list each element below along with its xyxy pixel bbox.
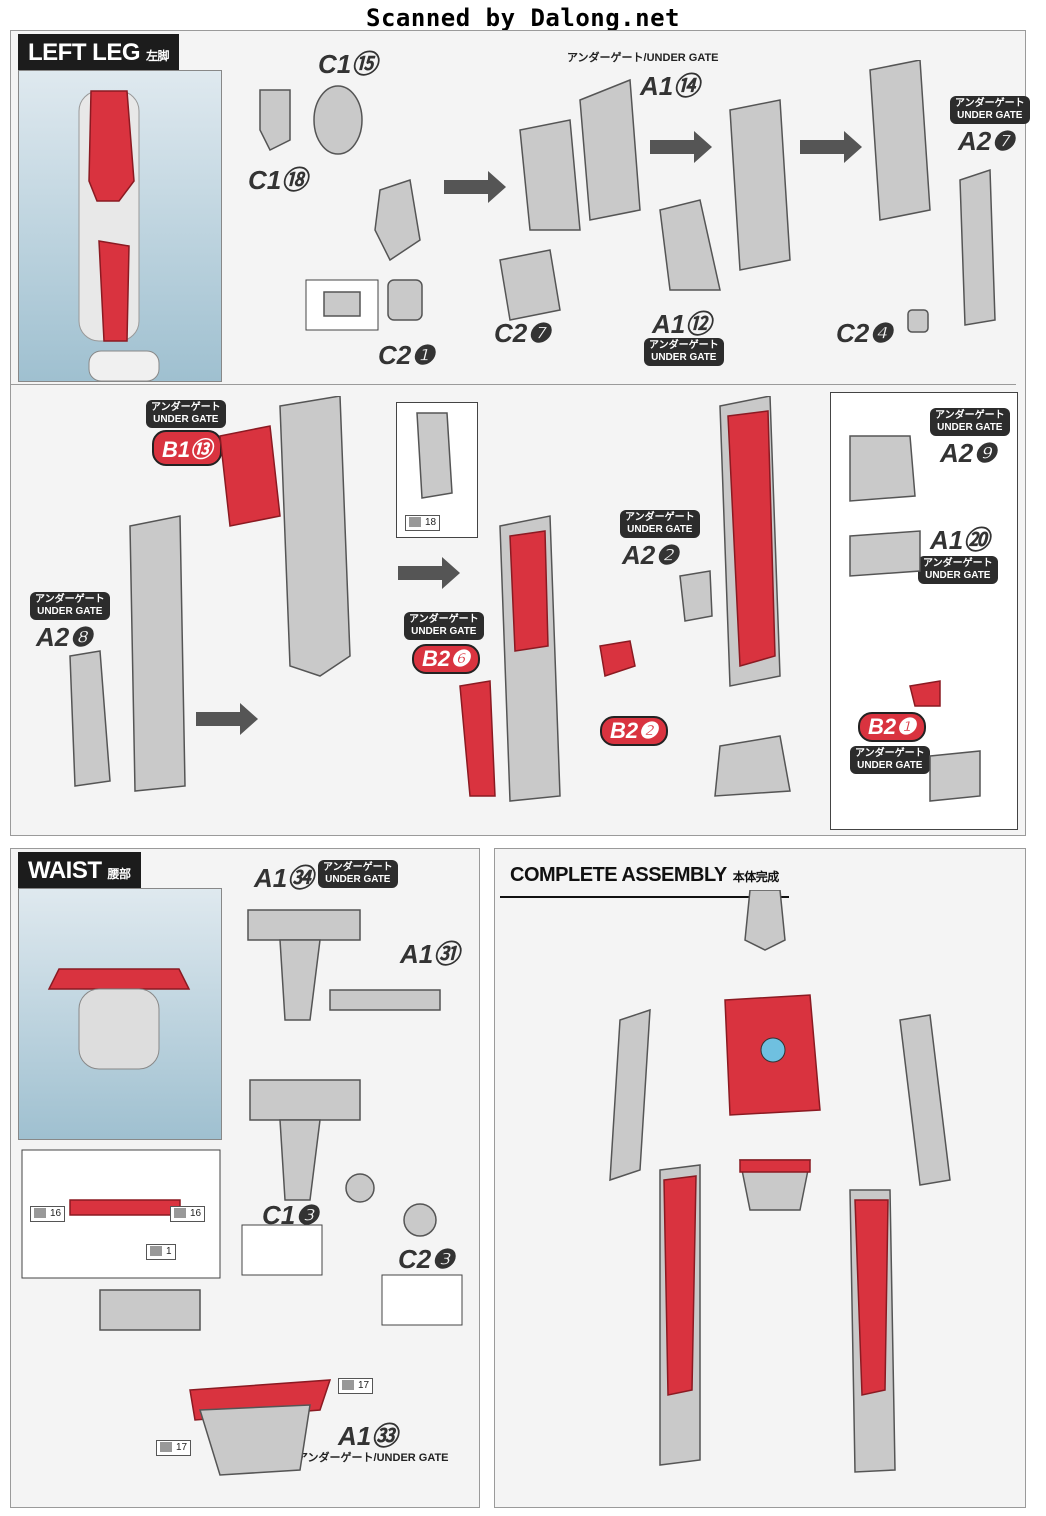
label-b2-6: B2❻ (412, 644, 480, 674)
label-a2-7: A2❼ (958, 126, 1015, 156)
label-c2-4: C2❹ (836, 318, 893, 348)
label-c1-15: C1⑮ (318, 49, 378, 79)
scan-watermark: Scanned by Dalong.net (366, 4, 680, 32)
knife-icon (150, 1246, 162, 1257)
label-a1-34: A1㉞ (254, 863, 314, 893)
label-a2-9: A2❾ (940, 438, 997, 468)
left-leg-row1-parts (259, 60, 996, 333)
label-a2-8: A2❽ (36, 622, 93, 652)
label-b2-2: B2❷ (600, 716, 668, 746)
label-c2-1: C2❶ (378, 340, 435, 370)
tool-badge: 18 (405, 515, 441, 531)
step-arrow-2 (650, 131, 712, 163)
label-a1-33: A1㉝ (338, 1421, 398, 1451)
knife-icon (409, 517, 421, 528)
label-c1-18: C1⑱ (248, 165, 308, 195)
gate-a1-14: アンダーゲート/UNDER GATE (567, 52, 719, 64)
label-a2-2: A2❷ (622, 540, 679, 570)
knife-icon (34, 1208, 46, 1219)
tool-badge-5: 17 (156, 1440, 192, 1456)
gate-a1-33: アンダーゲート/UNDER GATE (297, 1452, 449, 1464)
step-arrow-1 (444, 171, 506, 203)
step-arrow-5 (196, 703, 258, 735)
waist-parts (21, 909, 463, 1476)
tool-badge-2: 16 (170, 1206, 206, 1222)
label-c2-3: C2❸ (398, 1244, 455, 1274)
waist-reference-photo (18, 888, 222, 1140)
left-leg-row2-parts (69, 396, 981, 802)
tool-badge-1: 16 (30, 1206, 66, 1222)
step-arrow-3 (800, 131, 862, 163)
left-leg-divider (10, 384, 1016, 385)
step-arrow-4 (398, 557, 460, 589)
label-a1-31: A1㉛ (400, 939, 460, 969)
label-a1-14: A1⑭ (640, 71, 700, 101)
knife-icon (160, 1442, 172, 1453)
left-leg-reference-photo (18, 70, 222, 382)
tool-badge-3: 1 (146, 1244, 176, 1260)
tool-detail-inset: 18 (396, 402, 478, 538)
label-b1-13: B1⑬ (152, 430, 223, 466)
label-c2-7: C2❼ (494, 318, 551, 348)
label-a1-20: A1⑳ (930, 525, 990, 555)
knife-icon (174, 1208, 186, 1219)
label-b2-1: B2❶ (858, 712, 926, 742)
tool-badge-4: 17 (338, 1378, 374, 1394)
complete-assembly-figure (609, 890, 951, 1473)
label-a1-12: A1⑫ (652, 309, 712, 339)
knife-icon (342, 1380, 354, 1391)
